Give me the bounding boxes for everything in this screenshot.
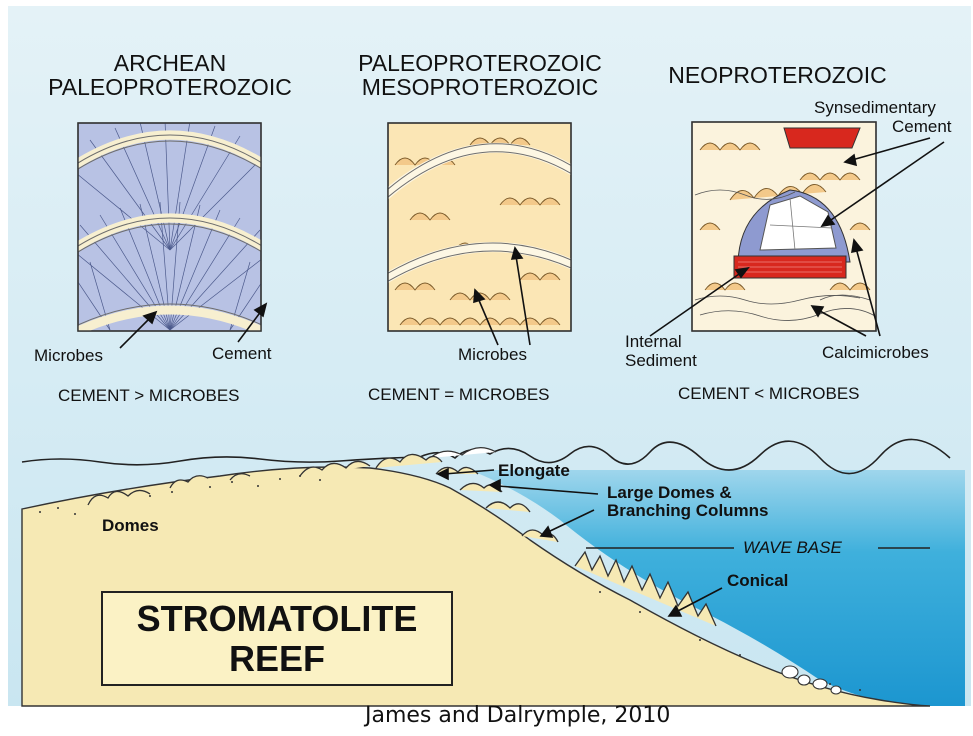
panel-b-microbes-label: Microbes (458, 345, 527, 365)
panel-b-title-line1: PALEOPROTEROZOIC (335, 51, 625, 75)
panel-c-synsed-label-1: Synsedimentary (814, 98, 936, 118)
panel-a-title-line1: ARCHEAN (25, 51, 315, 75)
title-line1: STROMATOLITE (103, 599, 451, 639)
panel-b-relation: CEMENT = MICROBES (368, 385, 550, 405)
panel-c-internal-label-2: Sediment (625, 351, 697, 371)
large-domes-label-1: Large Domes & (607, 483, 732, 503)
panel-c-title: NEOPROTEROZOIC (645, 63, 910, 87)
panel-c-internal-label-1: Internal (625, 332, 682, 352)
stromatolite-reef-title-box: STROMATOLITE REEF (101, 591, 453, 686)
panel-c-synsed-label-2: Cement (892, 117, 952, 137)
conical-label: Conical (727, 571, 788, 591)
domes-label: Domes (102, 516, 159, 536)
panel-c-calcimicrobes-label: Calcimicrobes (822, 343, 929, 363)
title-line2: REEF (103, 639, 451, 679)
large-domes-label-2: Branching Columns (607, 501, 769, 521)
credit-text: James and Dalrymple, 2010 (365, 703, 670, 728)
panel-a-title-line2: PALEOPROTEROZOIC (25, 75, 315, 99)
panel-a-microbes-label: Microbes (34, 346, 103, 366)
elongate-label: Elongate (498, 461, 570, 481)
wave-base-label: WAVE BASE (743, 538, 842, 558)
panel-a-title: ARCHEAN PALEOPROTEROZOIC (25, 51, 315, 99)
panel-c-relation: CEMENT < MICROBES (678, 384, 860, 404)
panel-b-title-line2: MESOPROTEROZOIC (335, 75, 625, 99)
panel-a-relation: CEMENT > MICROBES (58, 386, 240, 406)
panel-a-cement-label: Cement (212, 344, 272, 364)
panel-b-title: PALEOPROTEROZOIC MESOPROTEROZOIC (335, 51, 625, 99)
